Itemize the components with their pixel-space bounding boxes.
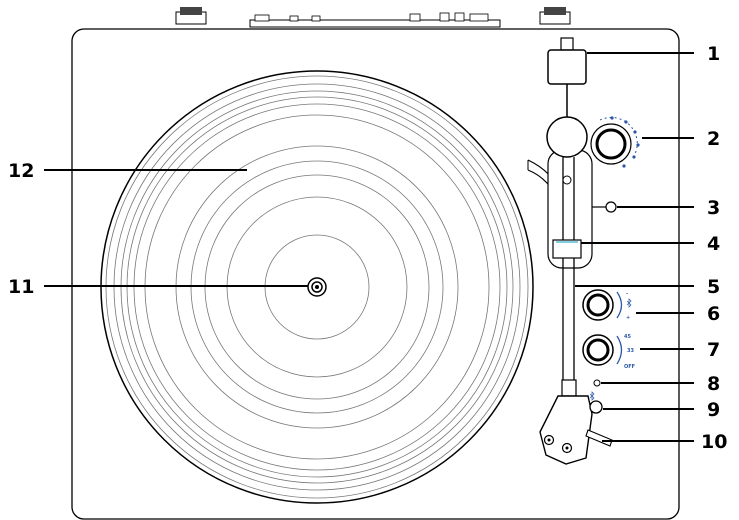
callout-numbers: 1 2 3 4 5 6 7 8 9 10 11 12 [8, 43, 727, 453]
anti-skate-dial[interactable] [590, 116, 640, 168]
callout-2: 2 [707, 128, 720, 150]
bluetooth-knob[interactable]: - + [582, 289, 632, 321]
callout-5: 5 [707, 276, 720, 298]
volume-plus-label: + [626, 315, 630, 321]
spindle [307, 277, 327, 297]
bluetooth-small-icon [626, 298, 632, 308]
callout-12: 12 [8, 160, 34, 182]
speed-33-label: 33 [627, 348, 634, 354]
callout-1: 1 [707, 43, 720, 65]
bluetooth-button[interactable] [589, 391, 603, 414]
callout-11: 11 [8, 276, 34, 298]
speed-off-label: OFF [624, 364, 635, 370]
volume-minus-label: - [626, 291, 628, 297]
callout-6: 6 [707, 303, 720, 325]
rear-connector-panel [249, 12, 501, 28]
rear-hinges [175, 7, 571, 25]
speed-45-label: 45 [624, 334, 631, 340]
headshell [539, 395, 613, 465]
callout-9: 9 [707, 399, 720, 421]
callout-lines [44, 52, 694, 442]
callout-8: 8 [707, 373, 720, 395]
indicator-led [593, 379, 601, 387]
speed-selector-knob[interactable]: 45 33 OFF [582, 334, 635, 370]
tonearm-lift-lever[interactable] [592, 201, 617, 213]
callout-10: 10 [701, 431, 727, 453]
callout-4: 4 [707, 233, 720, 255]
callout-7: 7 [707, 339, 720, 361]
callout-3: 3 [707, 197, 720, 219]
tonearm-assembly [527, 37, 593, 397]
